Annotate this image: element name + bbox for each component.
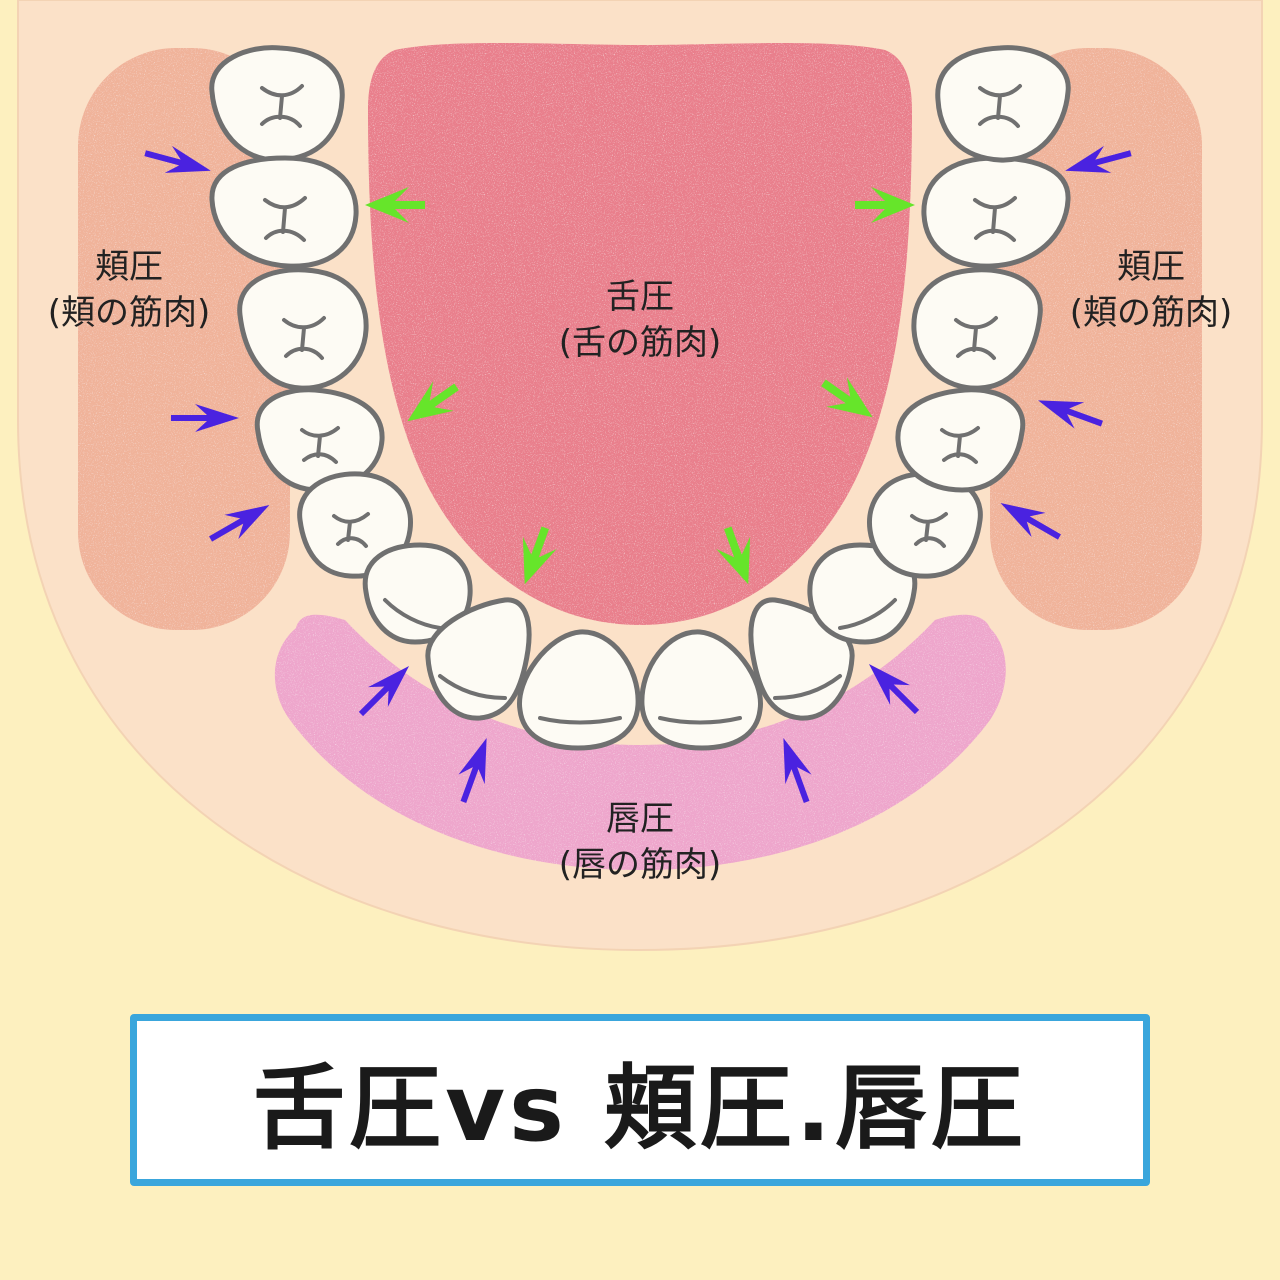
tongue-pressure-label: 舌圧 (舌の筋肉): [520, 274, 760, 366]
tongue-pressure-arrows: [365, 187, 915, 585]
tongue-arrow-right-1: [855, 187, 915, 223]
tongue-subtitle: (舌の筋肉): [558, 323, 722, 363]
cheek-right-title: 頬圧: [1117, 247, 1185, 287]
cheek-arrow-left-3: [209, 505, 270, 542]
lip-title: 唇圧: [606, 799, 674, 839]
cheek-right-subtitle: (頬の筋肉): [1069, 293, 1233, 333]
tooth-left-5: [297, 471, 413, 579]
outer-pressure-arrows: [144, 145, 1132, 803]
cheek-left-title: 頬圧: [95, 247, 163, 287]
lip-arrow-left-1: [358, 665, 410, 717]
lip-pressure-label: 唇圧 (唇の筋肉): [520, 796, 760, 888]
lip-subtitle: (唇の筋肉): [558, 845, 722, 885]
tongue-arrow-right-3: [716, 526, 751, 585]
tooth-right-1: [935, 45, 1071, 163]
tongue-arrow-right-2: [821, 377, 873, 418]
cheek-pressure-label-right: 頬圧 (頬の筋肉): [1036, 244, 1266, 336]
tooth-left-7: [425, 597, 532, 721]
cheek-arrow-left-2: [171, 404, 239, 432]
lip-arrow-left-2: [458, 738, 487, 803]
tooth-left-1: [209, 45, 345, 163]
tongue-arrow-left-3: [522, 526, 557, 585]
cheek-arrow-right-3: [1000, 503, 1061, 540]
lip-arrow-right-1: [868, 663, 920, 715]
title-box: 舌圧vs 頬圧.唇圧: [130, 1014, 1150, 1186]
cheek-pressure-label-left: 頬圧 (頬の筋肉): [14, 244, 244, 336]
cheek-arrow-left-1: [144, 145, 211, 173]
tongue: [368, 42, 912, 626]
lip-arrow-right-2: [783, 738, 812, 803]
cheek-arrow-right-2: [1038, 400, 1103, 429]
cheek-left-subtitle: (頬の筋肉): [47, 293, 211, 333]
tongue-arrow-left-2: [407, 381, 459, 422]
cheek-arrow-right-1: [1065, 145, 1132, 173]
tooth-left-6: [362, 542, 473, 645]
tongue-arrow-left-1: [365, 187, 425, 223]
diagram-title: 舌圧vs 頬圧.唇圧: [253, 1054, 1027, 1162]
tongue-title: 舌圧: [606, 277, 674, 317]
lip-muscle: [274, 614, 1006, 870]
